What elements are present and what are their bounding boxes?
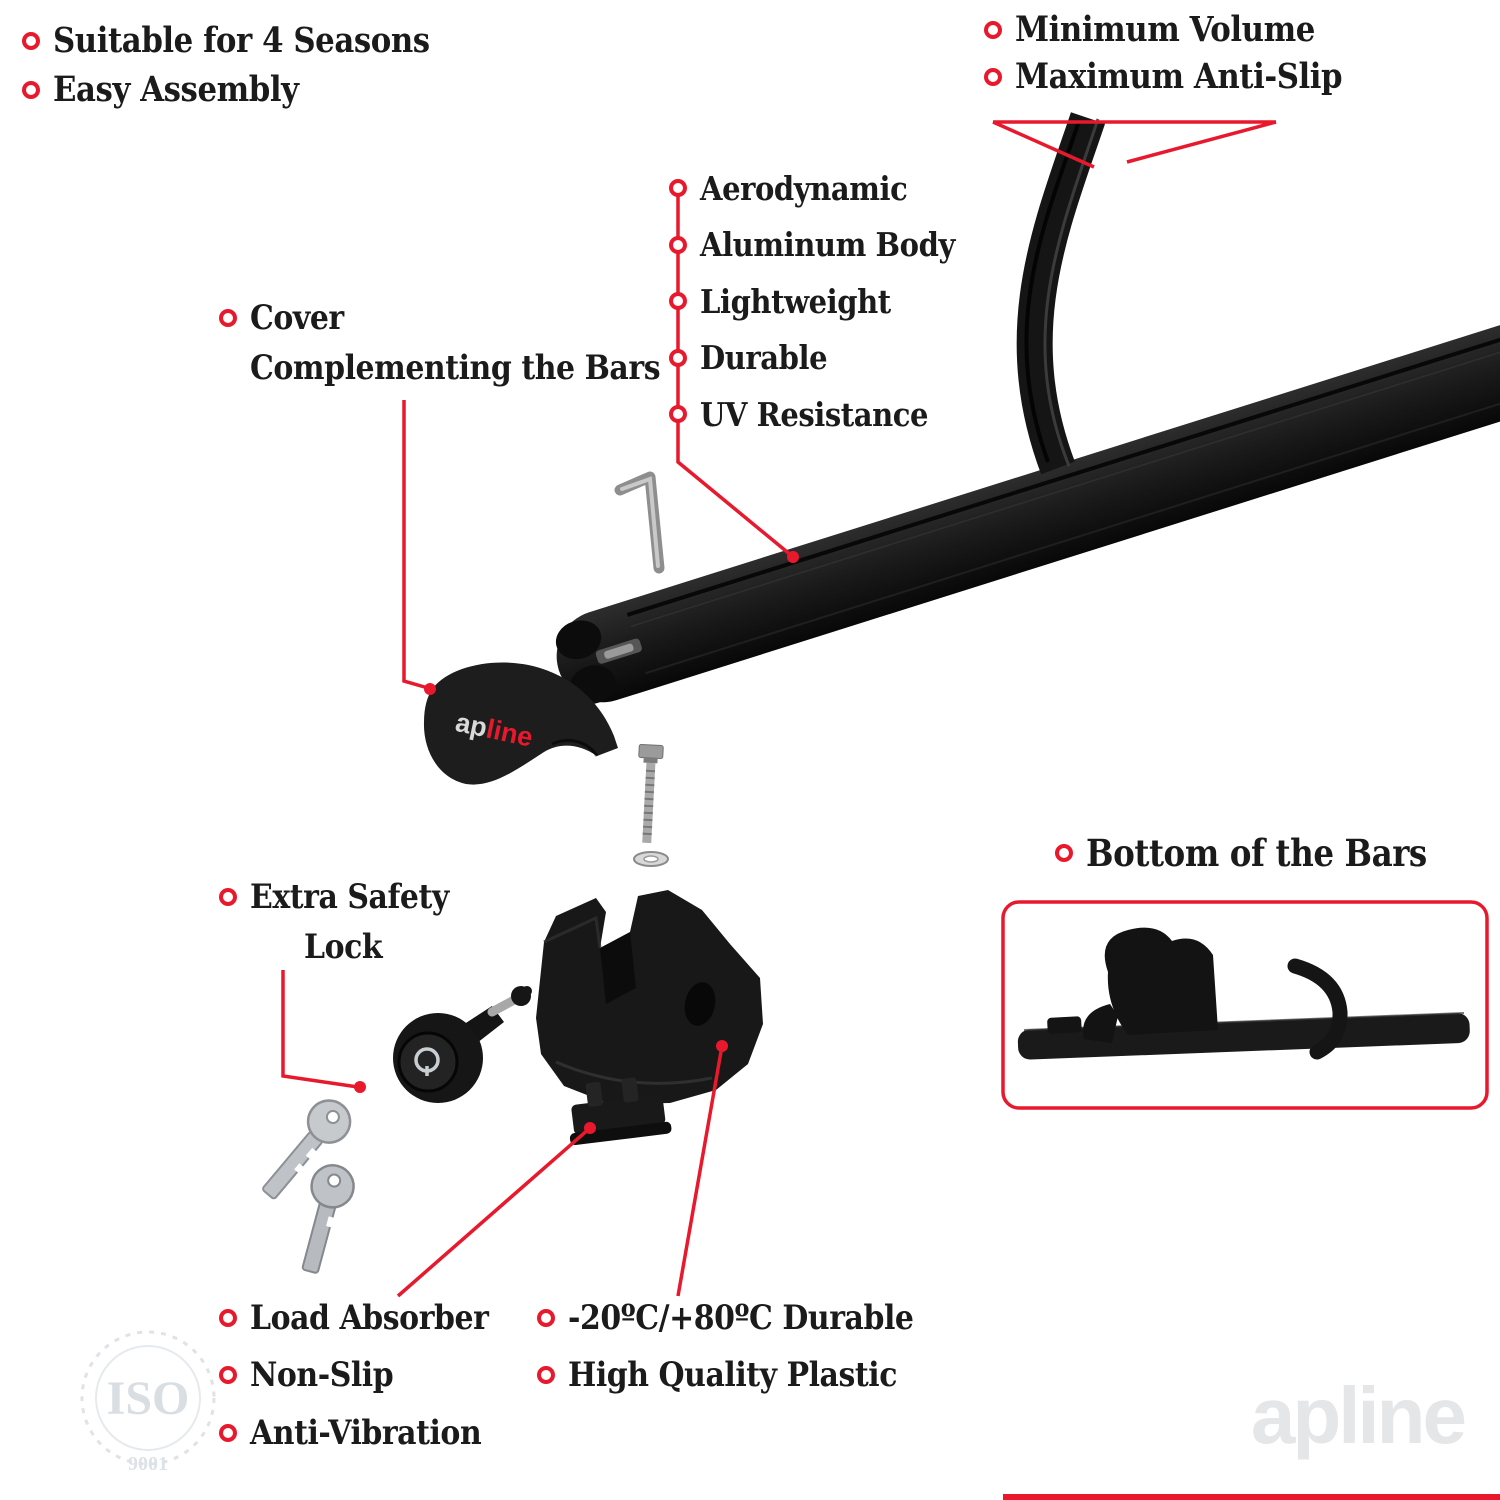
cover-label: Cover Complementing the Bars	[219, 293, 716, 393]
bullet-icon	[219, 309, 237, 327]
bottom-bars-box	[1001, 900, 1489, 1110]
feature-label: Load Absorber	[250, 1297, 489, 1338]
rubber-strip	[1016, 112, 1106, 475]
feature-row: High Quality Plastic	[537, 1347, 961, 1405]
keys	[262, 1099, 355, 1274]
bottom-bars-label: Bottom of the Bars	[1055, 827, 1473, 879]
feature-label: -20ºC/+80ºC Durable	[568, 1297, 914, 1338]
feature-row: Aerodynamic	[669, 160, 990, 217]
callout-lock	[281, 970, 359, 1089]
feature-row: Easy Assembly	[22, 65, 481, 114]
feature-label: Non-Slip	[250, 1355, 394, 1396]
bullet-icon	[669, 292, 687, 311]
callout-temperature	[676, 1045, 724, 1297]
cover-cap: apline	[423, 662, 618, 785]
feature-row: Anti-Vibration	[219, 1404, 521, 1462]
bar-feature-list: Aerodynamic Aluminum Body Lightweight Du…	[669, 160, 990, 443]
feature-label: Anti-Vibration	[250, 1412, 482, 1453]
feature-row: Minimum Volume	[984, 6, 1387, 53]
callout-load-absorber	[396, 1126, 592, 1298]
feature-label: UV Resistance	[700, 394, 929, 434]
feature-row: Lightweight	[669, 273, 990, 330]
cover-logo-ap: ap	[453, 707, 490, 743]
feature-row: Non-Slip	[219, 1347, 521, 1405]
bullet-icon	[1055, 844, 1073, 862]
feature-row: Load Absorber	[219, 1289, 521, 1347]
feature-row: Extra Safety	[219, 872, 476, 922]
bullet-icon	[537, 1308, 555, 1327]
feature-list-bottom-mid: -20ºC/+80ºC Durable High Quality Plastic	[537, 1289, 961, 1404]
callout-lines	[281, 120, 1277, 1298]
feature-row: Maximum Anti-Slip	[984, 53, 1387, 100]
feature-label: Aluminum Body	[700, 225, 955, 265]
feature-label: Minimum Volume	[1015, 9, 1315, 50]
feature-row: Lock	[219, 922, 476, 972]
callout-top-right	[992, 120, 1277, 169]
feature-list-top-left: Suitable for 4 Seasons Easy Assembly	[22, 16, 481, 114]
feature-list-bottom-left: Load Absorber Non-Slip Anti-Vibration	[219, 1289, 521, 1462]
allen-key	[614, 471, 665, 574]
feature-row: Bottom of the Bars	[1055, 827, 1473, 879]
iso-label: ISO	[107, 1372, 190, 1425]
bullet-icon	[22, 31, 40, 50]
clamp-pad	[569, 1077, 672, 1146]
feature-label: Easy Assembly	[53, 69, 299, 110]
bullet-icon	[219, 888, 237, 906]
feature-label: Maximum Anti-Slip	[1015, 56, 1343, 97]
feature-row: Complementing the Bars	[219, 343, 716, 393]
bullet-icon	[669, 235, 687, 254]
bullet-icon	[984, 67, 1002, 86]
bullet-icon	[669, 179, 687, 198]
feature-label: Lock	[304, 927, 383, 967]
feature-row: Durable	[669, 330, 990, 387]
feature-row: UV Resistance	[669, 386, 990, 443]
bullet-icon	[537, 1366, 555, 1385]
iso-number: 9001	[128, 1453, 168, 1475]
feature-label: Durable	[700, 338, 828, 378]
feature-label: Lightweight	[700, 281, 891, 321]
bottom-bars-illustration	[1017, 927, 1470, 1060]
feature-label: High Quality Plastic	[568, 1355, 897, 1396]
feature-row: Cover	[219, 293, 716, 343]
callout-cover	[402, 400, 429, 690]
callout-dots	[354, 551, 799, 1134]
brand-watermark: apline	[1250, 1371, 1467, 1460]
safety-lock	[393, 986, 532, 1103]
feature-label: Aerodynamic	[700, 168, 908, 208]
bullet-icon	[219, 1366, 237, 1385]
bottom-accent-line	[1003, 1494, 1500, 1500]
feature-row: -20ºC/+80ºC Durable	[537, 1289, 961, 1347]
bullet-icon	[669, 405, 687, 424]
feature-row: Aluminum Body	[669, 217, 990, 274]
mounting-foot	[536, 890, 763, 1104]
feature-label: Bottom of the Bars	[1086, 831, 1427, 875]
bullet-icon	[669, 348, 687, 367]
feature-label: Complementing the Bars	[250, 348, 661, 388]
bolt	[638, 743, 664, 844]
feature-row: Suitable for 4 Seasons	[22, 16, 481, 65]
bullet-icon	[984, 20, 1002, 39]
iso-badge: ISO 9001	[80, 1330, 216, 1475]
bullet-icon	[22, 80, 40, 99]
bullet-icon	[219, 1308, 237, 1327]
feature-label: Cover	[250, 298, 344, 338]
lock-label: Extra Safety Lock	[219, 872, 476, 972]
callout-bar-features	[676, 188, 794, 558]
feature-label: Suitable for 4 Seasons	[53, 20, 430, 61]
washer	[633, 851, 669, 867]
feature-list-top-right: Minimum Volume Maximum Anti-Slip	[984, 6, 1387, 100]
feature-label: Extra Safety	[250, 877, 449, 917]
bullet-icon	[219, 1423, 237, 1442]
